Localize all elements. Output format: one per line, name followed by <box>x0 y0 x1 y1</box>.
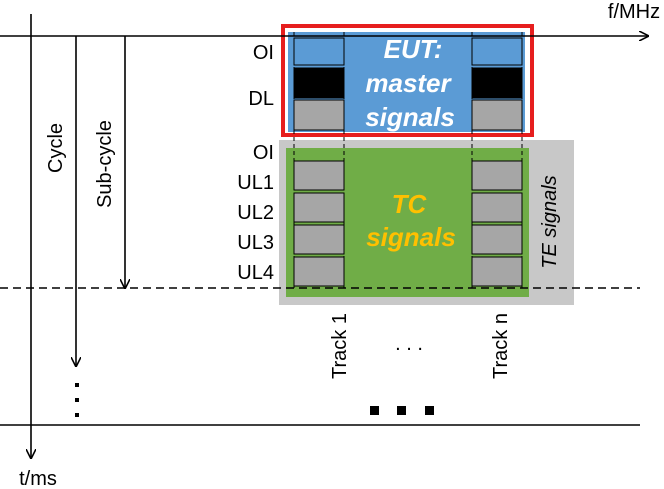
row-label-ul4: UL4 <box>237 262 274 284</box>
slot-trackn-oi <box>471 37 523 66</box>
tc-text-line2: signals <box>366 222 456 252</box>
time-axis-label: t/ms <box>19 468 57 489</box>
vertical-continuation-dots <box>75 383 79 417</box>
eut-block-text: EUT: master signals <box>365 34 455 132</box>
row-label-dl: DL <box>248 88 274 110</box>
te-signals-label: TE signals <box>539 175 561 268</box>
eut-text-line2: master <box>365 68 452 98</box>
row-label-ul3: UL3 <box>237 232 274 254</box>
track-1-slots <box>293 37 345 287</box>
row-label-eut-oi: OI <box>253 42 274 64</box>
slot-trackn-dl-gray <box>471 99 523 131</box>
slot-track1-ul1 <box>293 192 345 223</box>
tc-block-text: TC signals <box>366 189 456 252</box>
slot-track1-ul2 <box>293 224 345 255</box>
slot-track1-tc-oi <box>293 160 345 191</box>
track-boundaries <box>293 32 523 290</box>
track-n-label: Track n <box>490 313 512 379</box>
row-label-ul2: UL2 <box>237 202 274 224</box>
tracks-ellipsis: . . . <box>395 333 423 355</box>
slot-trackn-ul2 <box>471 224 523 255</box>
tc-text-line1: TC <box>392 189 428 219</box>
slot-trackn-dl-black <box>471 67 523 99</box>
row-label-ul1: UL1 <box>237 172 274 194</box>
slot-track1-dl-black <box>293 67 345 99</box>
horizontal-continuation-dots <box>370 406 434 415</box>
slot-track1-oi <box>293 37 345 66</box>
eut-text-line1: EUT: <box>384 34 443 64</box>
cycle-label: Cycle <box>45 123 67 173</box>
frequency-axis-label: f/MHz <box>608 1 660 23</box>
eut-highlight-border <box>281 24 534 137</box>
track-1-label: Track 1 <box>329 313 351 379</box>
slot-trackn-tc-oi <box>471 160 523 191</box>
slot-trackn-ul1 <box>471 192 523 223</box>
sub-cycle-label: Sub-cycle <box>94 120 116 208</box>
eut-text-line3: signals <box>365 102 455 132</box>
slot-track1-ul3 <box>293 256 345 287</box>
track-n-slots <box>471 37 523 287</box>
slot-track1-dl-gray <box>293 99 345 131</box>
row-label-tc-oi: OI <box>253 142 274 164</box>
slot-trackn-ul3 <box>471 256 523 287</box>
